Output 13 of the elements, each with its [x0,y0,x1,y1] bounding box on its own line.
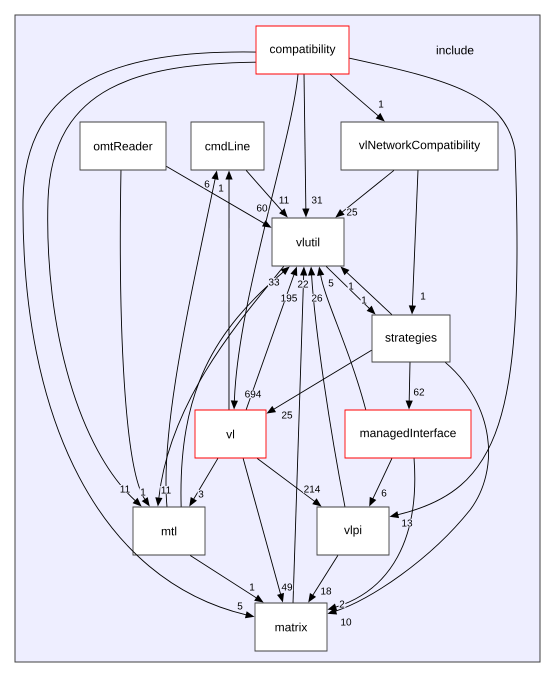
directory-box: vlutil [272,218,344,266]
dependency-arrow [22,52,256,618]
directory-box: vlNetworkCompatibility [340,122,498,170]
directory-box: compatibility [256,26,350,74]
directory-box: matrix [254,602,328,652]
directory-box: vlpi [316,506,390,556]
directory-box: strategies [372,314,450,362]
dependency-arrow [349,58,518,518]
directory-box: mtl [132,506,206,556]
directory-box: cmdLine [190,122,264,170]
directory-box: managedInterface [344,410,472,458]
directory-box: vl [194,410,266,458]
directory-box: omtReader [80,122,166,170]
